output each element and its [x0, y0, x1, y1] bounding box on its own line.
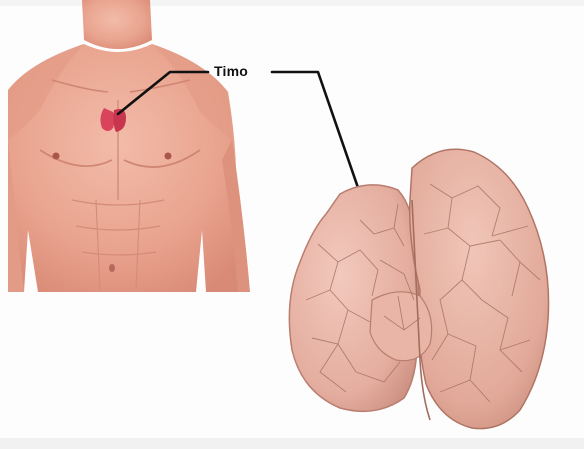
human-torso [8, 0, 250, 292]
thymus-label: Timo [214, 63, 248, 79]
thymus-enlarged [289, 149, 548, 428]
thymus-right-lobe [410, 149, 549, 428]
